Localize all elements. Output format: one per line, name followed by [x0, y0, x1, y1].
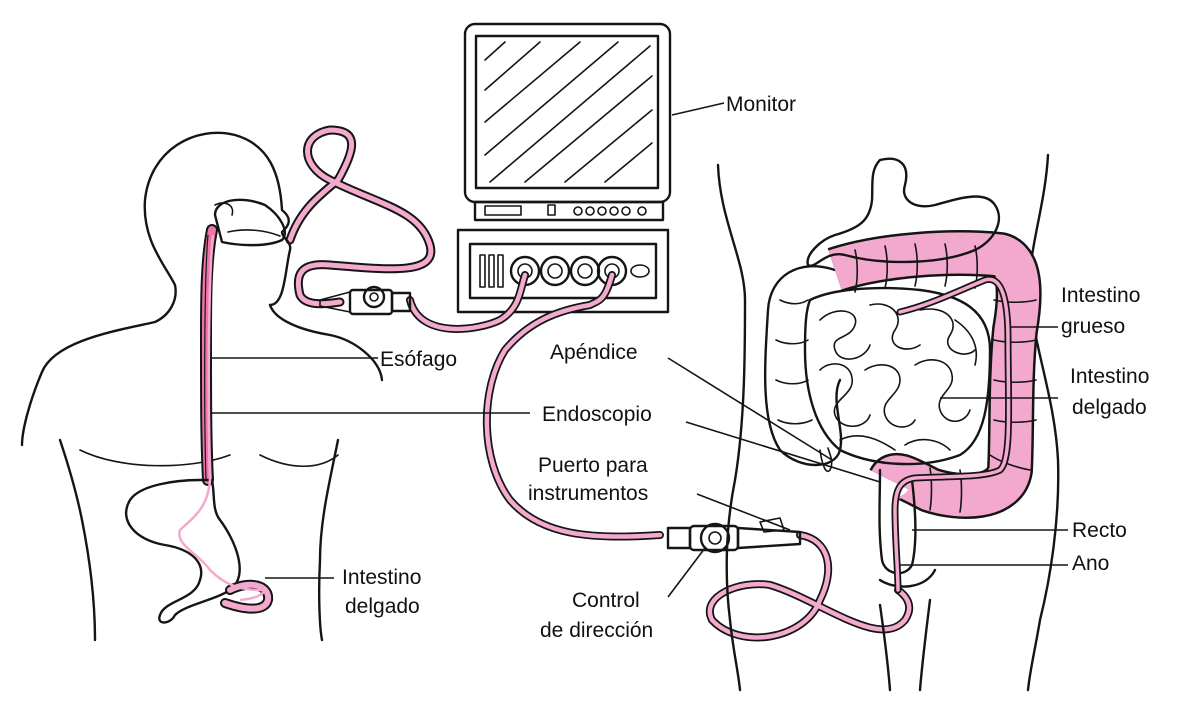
abdomen-figure: [716, 153, 1060, 692]
endoscope-cables: [285, 125, 914, 642]
label-intestino-delgado-left-line1: Intestino: [342, 566, 421, 589]
leader-lines: [210, 102, 1068, 598]
label-monitor: Monitor: [726, 93, 796, 116]
monitor: [463, 22, 672, 222]
label-apendice: Apéndice: [550, 341, 638, 364]
label-esofago: Esófago: [380, 348, 457, 371]
upper-endoscope-handle: [319, 285, 412, 316]
label-control-line2: de dirección: [540, 619, 653, 642]
label-intestino-delgado-right-line1: Intestino: [1070, 365, 1149, 388]
label-ano: Ano: [1072, 552, 1109, 575]
upper-body-figure: [20, 131, 384, 642]
label-recto: Recto: [1072, 519, 1127, 542]
label-control-line1: Control: [572, 589, 640, 612]
label-puerto-line1: Puerto para: [538, 454, 648, 477]
label-intestino-delgado-left-line2: delgado: [345, 595, 420, 618]
label-intestino-grueso-line1: Intestino: [1061, 284, 1140, 307]
lower-endoscope-handle: [666, 517, 802, 554]
label-endoscopio: Endoscopio: [542, 403, 652, 426]
processor-unit: [456, 228, 670, 314]
label-intestino-grueso-line2: grueso: [1061, 315, 1125, 338]
label-intestino-delgado-right-line2: delgado: [1072, 396, 1147, 419]
label-puerto-line2: instrumentos: [528, 482, 648, 505]
